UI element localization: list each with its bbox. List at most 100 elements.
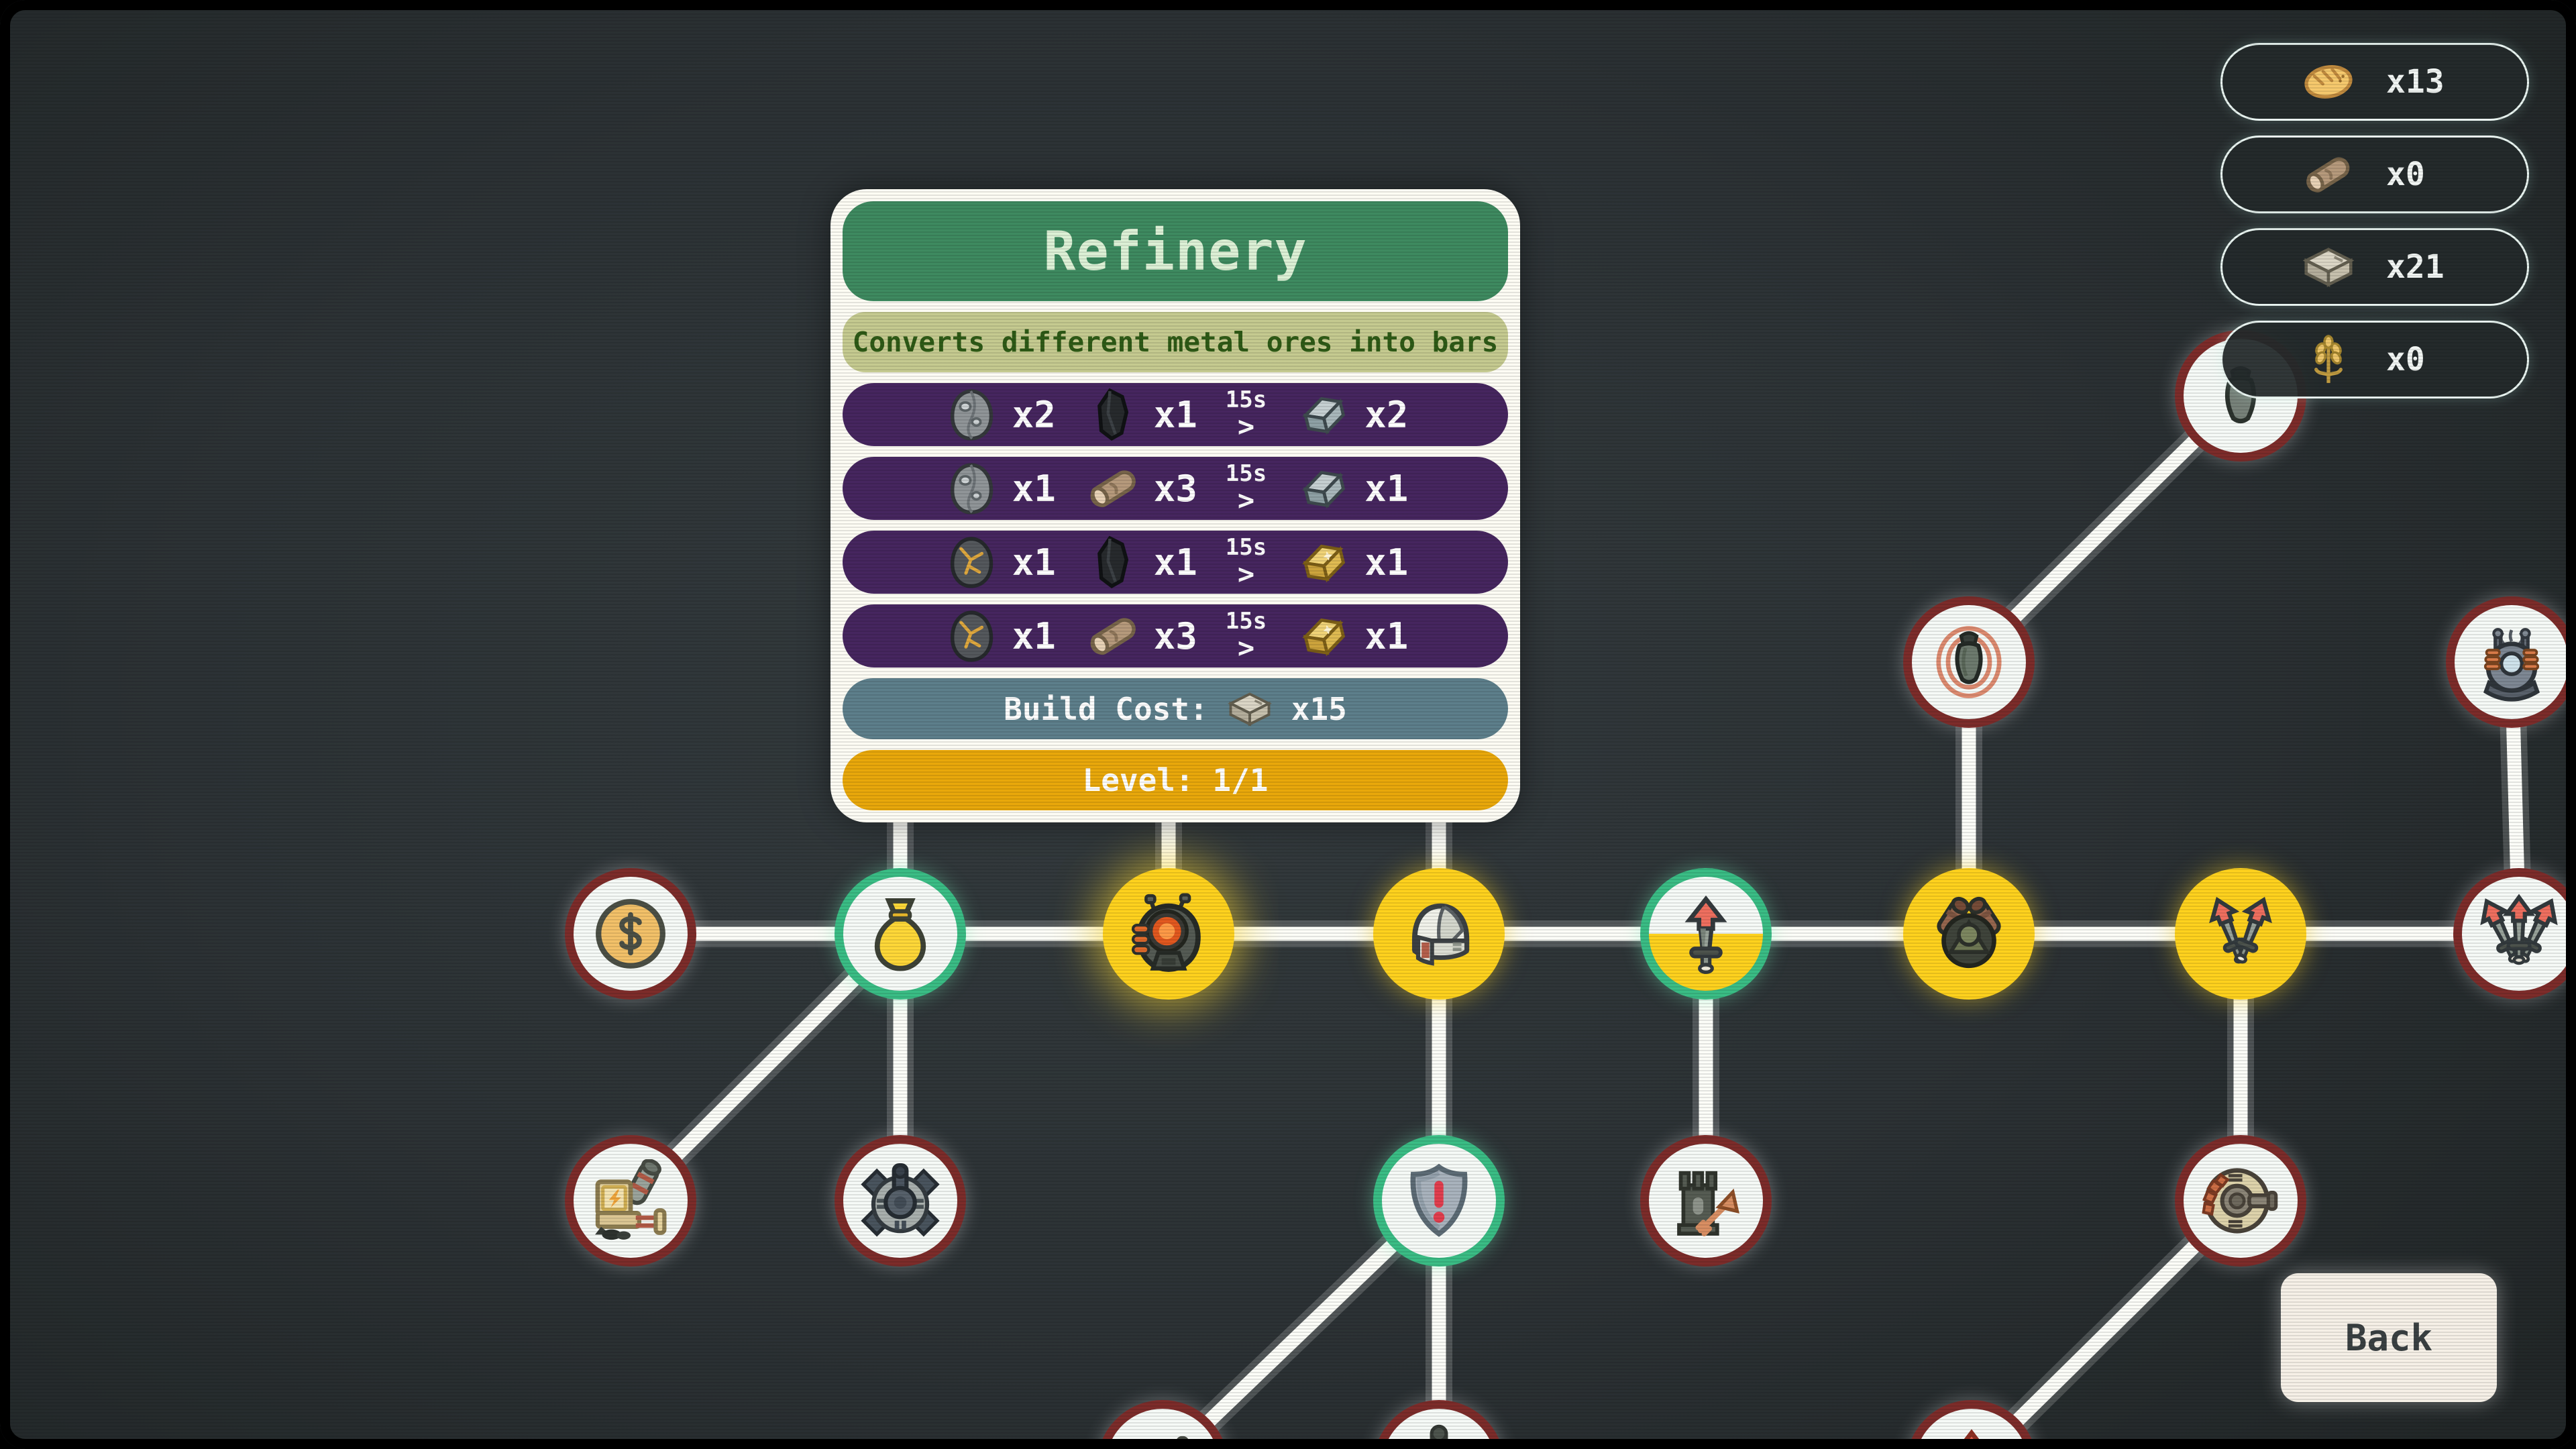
quantity-label: x1 — [1364, 467, 1409, 510]
level-row: Level: 1/1 — [843, 749, 1508, 810]
bomb-icon — [1927, 621, 2010, 704]
building-info-card: Refinery Converts different metal ores i… — [830, 189, 1520, 822]
tree-node-dome[interactable] — [1373, 868, 1505, 1000]
log-icon — [2300, 146, 2357, 203]
craft-arrow: > — [1237, 484, 1255, 517]
resource-count: x21 — [2386, 248, 2445, 286]
quantity-label: x3 — [1153, 614, 1197, 657]
resource-pill-bread: x13 — [2220, 43, 2529, 121]
gold-bar-icon — [1295, 533, 1354, 592]
tree-node-tesla[interactable] — [2446, 596, 2576, 728]
log-icon — [1084, 606, 1143, 665]
tree-node-sword-upgrade[interactable] — [1640, 868, 1772, 1000]
recipe-input: x1 — [943, 459, 1056, 518]
quantity-label: x1 — [1153, 541, 1197, 584]
recipe-input: x1 — [1084, 533, 1197, 592]
build-cost-quantity: x15 — [1291, 690, 1347, 727]
tree-node-refinery[interactable] — [1103, 868, 1234, 1000]
tree-node-money-bag[interactable] — [835, 868, 966, 1000]
recipe-output: x2 — [1295, 385, 1408, 444]
iron-ore-icon — [943, 459, 1002, 518]
triple-sword-icon — [2477, 892, 2561, 975]
card-title: Refinery — [843, 201, 1508, 302]
stone-block-icon — [2300, 239, 2357, 295]
coal-icon — [1084, 533, 1143, 592]
craft-time: 15s> — [1226, 536, 1267, 588]
recipe-input: x1 — [1084, 385, 1197, 444]
recipe-input: x1 — [943, 533, 1056, 592]
recipe-output: x1 — [1295, 459, 1408, 518]
card-description: Converts different metal ores into bars — [843, 312, 1508, 373]
tree-node-bomb[interactable] — [1903, 596, 2035, 728]
build-cost-row: Build Cost: x15 — [843, 678, 1508, 739]
shield-alert-icon — [1397, 1159, 1481, 1242]
gold-ore-icon — [943, 606, 1002, 665]
quantity-label: x2 — [1012, 393, 1056, 436]
quantity-label: x1 — [1364, 614, 1409, 657]
tower-arrow-icon — [1664, 1159, 1748, 1242]
round-turret-icon — [2199, 1159, 2282, 1242]
twin-cannon-icon — [1927, 892, 2010, 975]
resource-count: x0 — [2386, 341, 2425, 378]
recipe-input: x1 — [943, 606, 1056, 665]
tree-node-coin[interactable] — [565, 868, 696, 1000]
gold-ore-icon — [943, 533, 1002, 592]
coin-icon — [589, 892, 672, 975]
iron-bar-icon — [1295, 385, 1354, 444]
up-arrow-icon — [1930, 1424, 2013, 1449]
resource-counters: x13 x0 x21 x0 — [2220, 43, 2529, 398]
resource-pill-stone: x21 — [2220, 228, 2529, 306]
recipe-output: x1 — [1295, 606, 1408, 665]
craft-time: 15s> — [1226, 388, 1267, 441]
tree-node-tower[interactable] — [1640, 1135, 1772, 1267]
tesla-icon — [2470, 621, 2553, 704]
craft-time-label: 15s — [1225, 386, 1267, 414]
quantity-label: x1 — [1012, 541, 1056, 584]
resource-pill-log: x0 — [2220, 136, 2529, 213]
tree-node-shield[interactable] — [1373, 1135, 1505, 1267]
sword-upgrade-icon — [1664, 892, 1748, 975]
craft-arrow: > — [1237, 557, 1255, 591]
craft-time-label: 15s — [1225, 534, 1267, 561]
resource-pill-wheat: x0 — [2220, 321, 2529, 398]
wheat-icon — [2300, 331, 2357, 388]
recipe-input: x2 — [943, 385, 1056, 444]
tree-node-triple-sword[interactable] — [2453, 868, 2576, 1000]
tree-node-double-sword[interactable] — [2175, 868, 2306, 1000]
craft-time-label: 15s — [1225, 608, 1267, 635]
stone-block-icon — [1226, 685, 1274, 733]
recipe-row: x1 x3 15s> x1 — [843, 457, 1508, 521]
craft-arrow: > — [1237, 631, 1255, 665]
craft-time-label: 15s — [1225, 460, 1267, 488]
tank-icon — [1397, 1424, 1481, 1449]
heavy-turret-icon — [859, 1159, 942, 1242]
quantity-label: x2 — [1364, 393, 1409, 436]
recipe-row: x1 x3 15s> x1 — [843, 604, 1508, 668]
bread-icon — [2300, 54, 2357, 110]
tree-node-twin-cannon[interactable] — [1903, 868, 2035, 1000]
mortar-icon — [1121, 1424, 1204, 1449]
recipe-input: x3 — [1084, 459, 1197, 518]
craft-arrow: > — [1237, 410, 1255, 443]
tree-node-heavy-turret[interactable] — [835, 1135, 966, 1267]
tree-node-generator[interactable] — [565, 1135, 696, 1267]
money-bag-icon — [859, 892, 942, 975]
dome-icon — [1397, 892, 1481, 975]
build-cost-label: Build Cost: — [1004, 690, 1208, 727]
quantity-label: x1 — [1364, 541, 1409, 584]
tree-node-round-turret[interactable] — [2175, 1135, 2306, 1267]
iron-ore-icon — [943, 385, 1002, 444]
craft-time: 15s> — [1226, 462, 1267, 515]
recipe-output: x1 — [1295, 533, 1408, 592]
recipe-input: x3 — [1084, 606, 1197, 665]
quantity-label: x1 — [1012, 467, 1056, 510]
resource-count: x13 — [2386, 63, 2445, 101]
coal-icon — [1084, 385, 1143, 444]
iron-bar-icon — [1295, 459, 1354, 518]
back-button[interactable]: Back — [2281, 1273, 2497, 1402]
log-icon — [1084, 459, 1143, 518]
quantity-label: x3 — [1153, 467, 1197, 510]
